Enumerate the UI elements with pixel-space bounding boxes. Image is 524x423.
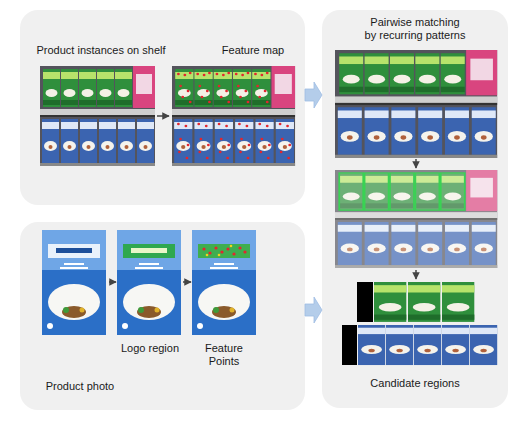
illustration-part	[206, 254, 209, 257]
candidate-pack	[386, 325, 413, 365]
illustration-part	[197, 123, 209, 160]
step-arrow	[183, 281, 191, 283]
illustration-part	[172, 66, 295, 166]
image-caption: Feature Points	[199, 342, 249, 368]
candidate-pack	[442, 325, 469, 365]
illustration-part	[390, 173, 414, 210]
candidate-pack	[470, 325, 497, 365]
illustration-part	[196, 72, 211, 104]
illustration-part	[220, 250, 223, 253]
candidate-blank	[342, 325, 357, 365]
illustration-part	[279, 123, 291, 160]
illustration-part	[441, 173, 465, 210]
illustration-part	[177, 123, 189, 160]
candidate-pack	[408, 282, 440, 322]
illustration-part	[206, 245, 233, 257]
panel-heading: Feature map	[208, 44, 298, 57]
illustration-part	[226, 247, 229, 250]
matched-shelf-photo	[335, 170, 497, 268]
illustration-part	[131, 248, 167, 253]
image-caption: Logo region	[115, 342, 185, 355]
shelf-photo	[335, 50, 497, 158]
step-arrow	[109, 281, 116, 283]
illustration-part	[235, 72, 250, 104]
illustration-part	[258, 123, 270, 160]
illustration-part	[123, 244, 175, 258]
illustration-part	[230, 245, 233, 248]
panel: Pairwise matching by recurring patternsC…	[322, 10, 508, 408]
flow-arrow	[305, 82, 322, 108]
illustration-part	[365, 173, 389, 210]
illustration-part	[216, 72, 231, 104]
panel-heading: Product instances on shelf	[26, 44, 176, 57]
feature-map-photo	[172, 66, 295, 166]
candidate-pack	[358, 325, 385, 365]
candidate-pack	[414, 325, 441, 365]
panel-fill	[20, 10, 305, 205]
illustration-part	[198, 244, 250, 258]
illustration-part	[415, 173, 439, 210]
logo-region-photo	[117, 230, 181, 335]
illustration-part	[218, 123, 230, 160]
panel: Product instances on shelf Feature map	[20, 10, 305, 205]
illustration-part	[238, 123, 250, 160]
image-caption: Product photo	[30, 380, 130, 393]
illustration-part	[238, 246, 241, 249]
step-arrow	[415, 159, 417, 168]
illustration-part	[339, 173, 363, 210]
illustration-part	[214, 246, 217, 249]
step-arrow	[157, 115, 169, 117]
shelf-photo	[40, 66, 155, 166]
illustration-part	[243, 250, 246, 253]
step-arrow	[415, 270, 417, 279]
feature-points-photo	[192, 230, 256, 335]
product-photo	[42, 230, 106, 335]
candidate-pack	[374, 282, 406, 322]
illustration-part	[117, 230, 181, 335]
illustration-part	[177, 72, 192, 104]
flow-arrow	[305, 297, 322, 323]
illustration-part	[218, 254, 221, 257]
illustration-part	[232, 252, 235, 255]
candidate-blank	[357, 282, 373, 322]
illustration-part	[339, 173, 464, 210]
image-caption: Candidate regions	[350, 377, 480, 390]
panel: Product photo Logo region Feature Points	[20, 222, 305, 410]
panel-fill	[322, 10, 508, 408]
panel-fill	[20, 222, 305, 410]
illustration-part	[335, 170, 497, 268]
illustration-part	[192, 230, 256, 335]
illustration-part	[202, 247, 205, 250]
illustration-part	[208, 251, 211, 254]
illustration-part	[254, 72, 269, 104]
candidate-pack	[442, 282, 474, 322]
illustration-part	[335, 170, 497, 268]
illustration-part	[202, 246, 246, 255]
panel-heading: Pairwise matching by recurring patterns	[350, 16, 480, 42]
